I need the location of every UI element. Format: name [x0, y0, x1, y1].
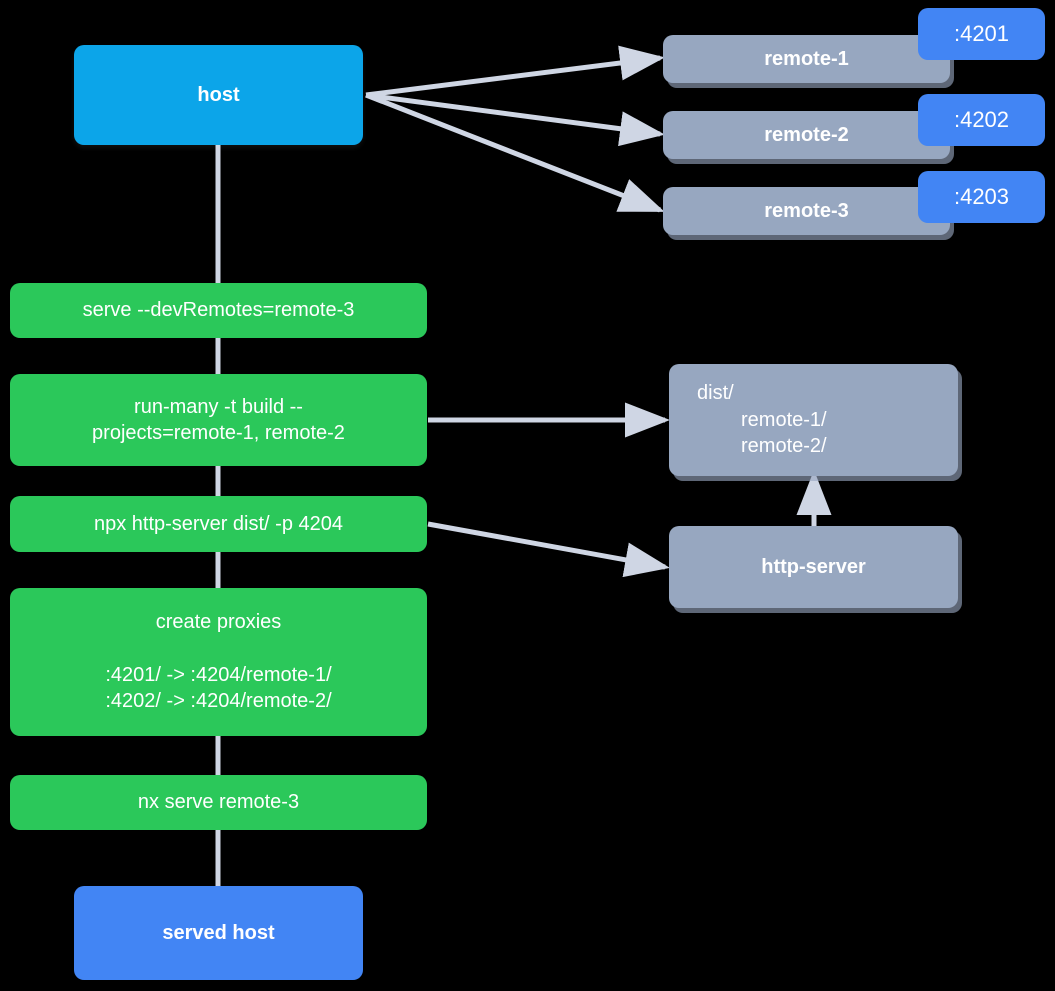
- node-remote-2[interactable]: remote-2: [663, 111, 950, 159]
- node-command-create-proxies[interactable]: create proxies :4201/ -> :4204/remote-1/…: [10, 588, 427, 736]
- node-host-label: host: [197, 83, 240, 106]
- node-command-nx-serve-remote-3-label: nx serve remote-3: [137, 791, 300, 814]
- node-command-run-many-line-1: run-many -t build --: [134, 395, 303, 418]
- badge-remote-1-port: :4201: [918, 8, 1045, 60]
- node-command-nx-serve-remote-3[interactable]: nx serve remote-3: [10, 775, 427, 830]
- edge-host-to-remote-3: [365, 92, 665, 213]
- edge-host-to-remote-2: [365, 92, 665, 147]
- node-remote-3[interactable]: remote-3: [663, 187, 950, 235]
- node-command-serve-devremotes[interactable]: serve --devRemotes=remote-3: [10, 283, 427, 338]
- node-dist-folder[interactable]: dist/ remote-1/ remote-2/: [669, 364, 958, 476]
- node-remote-2-label: remote-2: [764, 123, 849, 146]
- node-host[interactable]: host: [74, 45, 363, 145]
- node-command-npx-http-server[interactable]: npx http-server dist/ -p 4204: [10, 496, 427, 552]
- node-command-npx-http-server-label: npx http-server dist/ -p 4204: [93, 512, 343, 535]
- node-http-server-label: http-server: [761, 555, 866, 578]
- badge-remote-3-port-label: :4203: [953, 184, 1010, 209]
- node-served-host[interactable]: served host: [74, 886, 363, 980]
- edge-host-to-remote-1: [365, 45, 665, 98]
- badge-remote-2-port: :4202: [918, 94, 1045, 146]
- node-command-run-many-line-2: projects=remote-1, remote-2: [92, 422, 345, 444]
- node-remote-1-label: remote-1: [764, 47, 849, 70]
- node-command-run-many[interactable]: run-many -t build -- projects=remote-1, …: [10, 374, 427, 466]
- edge-npx-to-http-server: [427, 521, 670, 578]
- badge-remote-2-port-label: :4202: [953, 107, 1010, 132]
- node-remote-1[interactable]: remote-1: [663, 35, 950, 83]
- node-command-create-proxies-mapping-1: :4201/ -> :4204/remote-1/: [105, 663, 332, 686]
- node-dist-folder-root: dist/: [697, 382, 734, 405]
- node-command-create-proxies-title: create proxies: [155, 611, 282, 634]
- badge-remote-3-port: :4203: [918, 171, 1045, 223]
- node-http-server[interactable]: http-server: [669, 526, 958, 608]
- node-command-create-proxies-mapping-2: :4202/ -> :4204/remote-2/: [105, 690, 332, 713]
- badge-remote-1-port-label: :4201: [953, 21, 1010, 46]
- node-dist-folder-child-1: remote-1/: [741, 408, 827, 431]
- node-served-host-label: served host: [162, 921, 275, 944]
- node-command-serve-devremotes-label: serve --devRemotes=remote-3: [82, 299, 355, 322]
- node-remote-3-label: remote-3: [764, 199, 849, 222]
- node-dist-folder-child-2: remote-2/: [741, 435, 827, 458]
